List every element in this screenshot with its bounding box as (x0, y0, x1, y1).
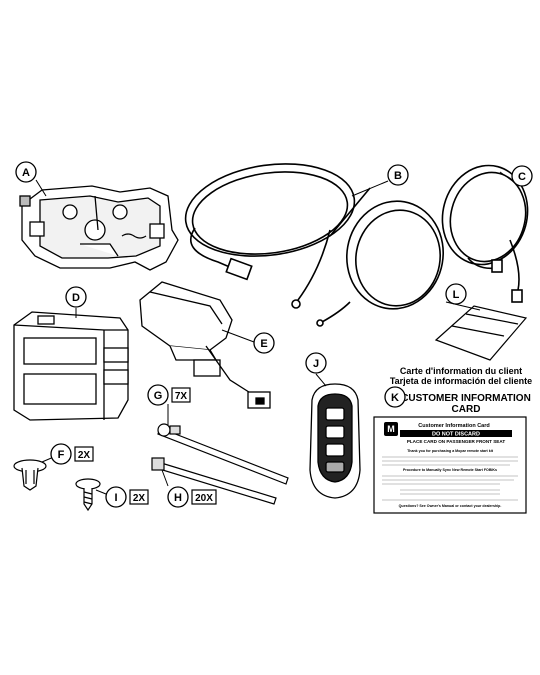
qty-box-f (74, 446, 94, 462)
svg-text:M: M (387, 424, 395, 434)
part-k-customer-card: Carte d'information du client Tarjeta de… (373, 366, 532, 514)
svg-text:B: B (394, 170, 402, 182)
svg-text:D: D (72, 292, 80, 304)
svg-text:G: G (154, 390, 163, 402)
svg-text:K: K (391, 392, 399, 404)
svg-text:L: L (453, 289, 460, 301)
card-title: Customer Information Card (418, 423, 490, 429)
svg-text:7X: 7X (175, 391, 188, 402)
card-fine-print (382, 456, 518, 501)
svg-text:2X: 2X (78, 450, 91, 461)
callout-c: C (511, 165, 533, 187)
card-thanks: Thank you for purchasing a Mopar remote … (407, 449, 494, 453)
svg-text:2X: 2X (133, 493, 146, 504)
svg-text:I: I (114, 492, 117, 504)
part-a-hood-latch (19, 185, 179, 271)
qty-box-h (191, 489, 217, 505)
callout-e: E (253, 332, 275, 354)
card-notes-heading: Procedure to Manually Sync New Remote St… (403, 468, 497, 472)
card-caption-es: Tarjeta de información del cliente (390, 376, 532, 386)
card-do-not-discard: DO NOT DISCARD (432, 432, 480, 438)
card-questions: Questions? See Owner's Manual or contact… (399, 504, 502, 508)
part-f-push-pin (13, 459, 47, 491)
part-e-receiver (139, 281, 271, 409)
part-l-pad (434, 305, 528, 361)
callout-j: J (305, 352, 327, 374)
svg-text:20X: 20X (195, 493, 213, 504)
mopar-logo-icon (384, 422, 398, 436)
callout-b: B (387, 164, 409, 186)
callout-d: D (65, 286, 87, 308)
card-caption-fr: Carte d'information du client (400, 366, 522, 376)
card-place-card: PLACE CARD ON PASSENGER FRONT SEAT (407, 439, 506, 444)
callout-h: H 20X (167, 486, 217, 508)
qty-box-g (171, 387, 191, 403)
callout-l: L (445, 283, 467, 305)
part-h-cable-tie (151, 457, 277, 505)
part-d-module (13, 311, 129, 421)
card-heading-line1: CUSTOMER INFORMATION (401, 393, 531, 404)
svg-text:F: F (58, 449, 65, 461)
callout-k: K (384, 386, 406, 408)
part-i-screw (75, 478, 101, 512)
part-c-cable (441, 164, 529, 303)
callout-f: F 2X (50, 443, 94, 465)
part-j-key-fob (309, 383, 361, 499)
card-banner (400, 430, 512, 437)
svg-text:E: E (260, 338, 267, 350)
part-b-wiring-harness (184, 163, 444, 327)
svg-text:A: A (22, 167, 30, 179)
qty-box-i (129, 489, 149, 505)
part-g-cable-tie (157, 423, 289, 485)
svg-text:J: J (313, 358, 319, 370)
callout-a: A (15, 161, 37, 183)
callout-g: G 7X (147, 384, 191, 406)
svg-text:C: C (518, 171, 526, 183)
card-heading-line2: CARD (452, 404, 481, 415)
svg-text:H: H (174, 492, 182, 504)
callout-i: I 2X (105, 486, 149, 508)
